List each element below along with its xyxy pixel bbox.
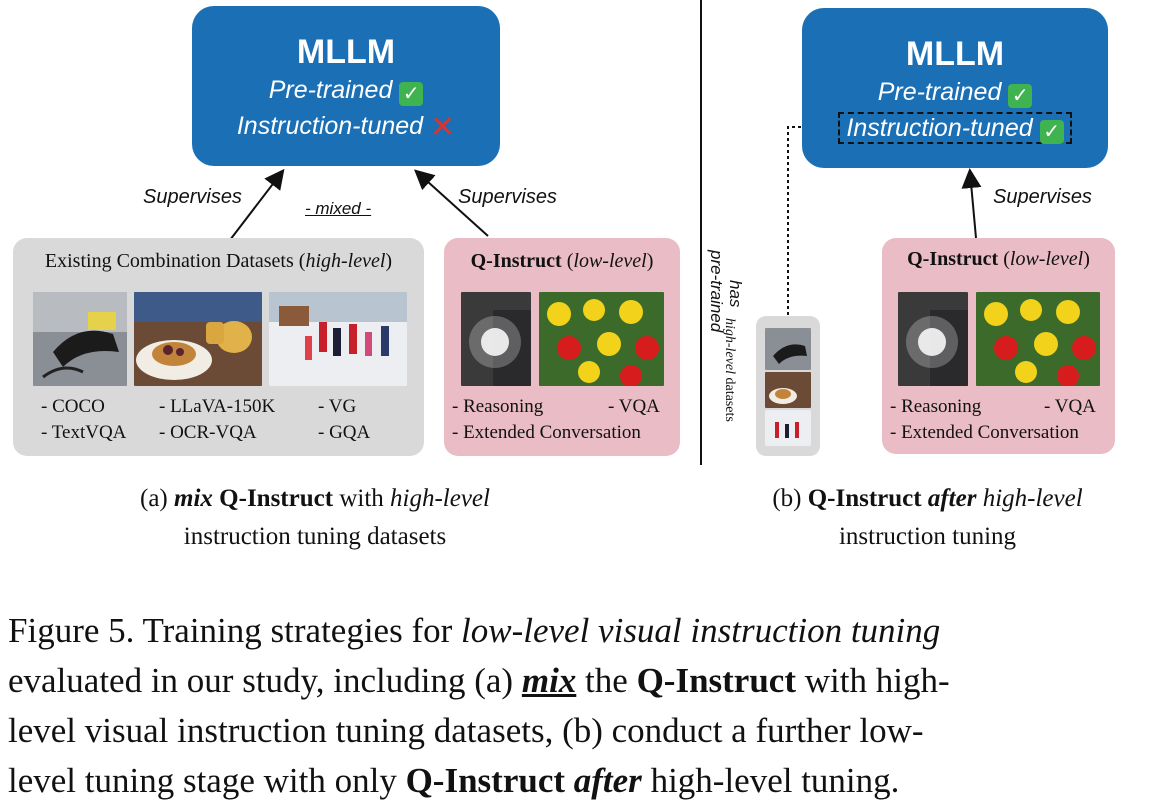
right-q-item-vqa: - VQA [1044,396,1096,417]
left-q-item-conversation: - Extended Conversation [452,422,641,443]
cross-icon: ✕ [430,111,456,144]
flowers-image-b [976,292,1100,386]
right-qinstruct-box: Q-Instruct (low-level) - Reasoning - VQA… [882,238,1115,454]
telephone-image [33,292,127,386]
phone-flash-image [461,292,531,386]
flowers-image [539,292,664,386]
right-pretrained-label: Pre-trained [877,78,1002,106]
right-instruction-label: Instruction-tuned [846,114,1033,142]
left-q-item-reasoning: - Reasoning [452,396,544,417]
left-instruction-label: Instruction-tuned [236,112,424,140]
right-subcaption: (b) Q-Instruct after high-level instruct… [772,485,1083,550]
left-q-item-vqa: - VQA [608,396,660,417]
phone-flash-image-b [898,292,968,386]
right-mllm-title: MLLM [905,35,1005,73]
telephone-thumb [765,328,811,370]
dataset-item-vg: - VG [318,396,357,417]
right-instruction-dashed-box: Instruction-tuned ✓ [838,112,1072,144]
arrow-right-qinstruct-to-mllm [961,168,982,239]
cake-thumb [765,372,811,408]
existing-datasets-title: Existing Combination Datasets (high-leve… [44,250,393,272]
ski-thumb [765,410,811,446]
left-qinstruct-box: Q-Instruct (low-level) - Reasoning - VQA… [444,238,680,456]
right-mllm-box: MLLM Pre-trained ✓ Instruction-tuned ✓ [802,8,1108,168]
right-q-item-conversation: - Extended Conversation [890,422,1079,443]
dataset-item-textvqa: - TextVQA [41,422,127,443]
check-icon: ✓ [1039,120,1064,144]
right-qinstruct-title: Q-Instruct (low-level) [907,248,1090,270]
right-q-item-reasoning: - Reasoning [890,396,982,417]
left-pretrained-label: Pre-trained [268,76,393,104]
left-qinstruct-title: Q-Instruct (low-level) [470,250,654,272]
left-supervises-label: Supervises [143,186,242,208]
dataset-item-ocrvqa: - OCR-VQA [159,422,257,443]
high-level-datasets-label: high-level datasets [722,318,737,422]
dataset-item-llava: - LLaVA-150K [159,396,276,417]
right-supervises-label-b: Supervises [993,186,1092,208]
check-icon: ✓ [1008,84,1033,108]
arrow-existing-to-mllm [229,168,285,241]
ski-image [269,292,407,386]
dataset-item-gqa: - GQA [318,422,371,443]
left-subcaption: (a) mix Q-Instruct with high-level instr… [140,485,490,550]
arrow-qinstruct-to-mllm [414,169,489,237]
left-mllm-title: MLLM [296,33,396,71]
right-supervises-label: Supervises [458,186,557,208]
cake-image [134,292,262,386]
high-level-datasets-box [756,316,820,456]
check-icon: ✓ [399,82,424,106]
left-mllm-box: MLLM Pre-trained ✓ Instruction-tuned ✕ [192,6,500,166]
figure-caption: Figure 5. Training strategies for low-le… [8,611,950,800]
dataset-item-coco: - COCO [41,396,105,417]
mixed-label: - mixed - [305,199,372,218]
existing-datasets-box: Existing Combination Datasets (high-leve… [13,238,424,456]
